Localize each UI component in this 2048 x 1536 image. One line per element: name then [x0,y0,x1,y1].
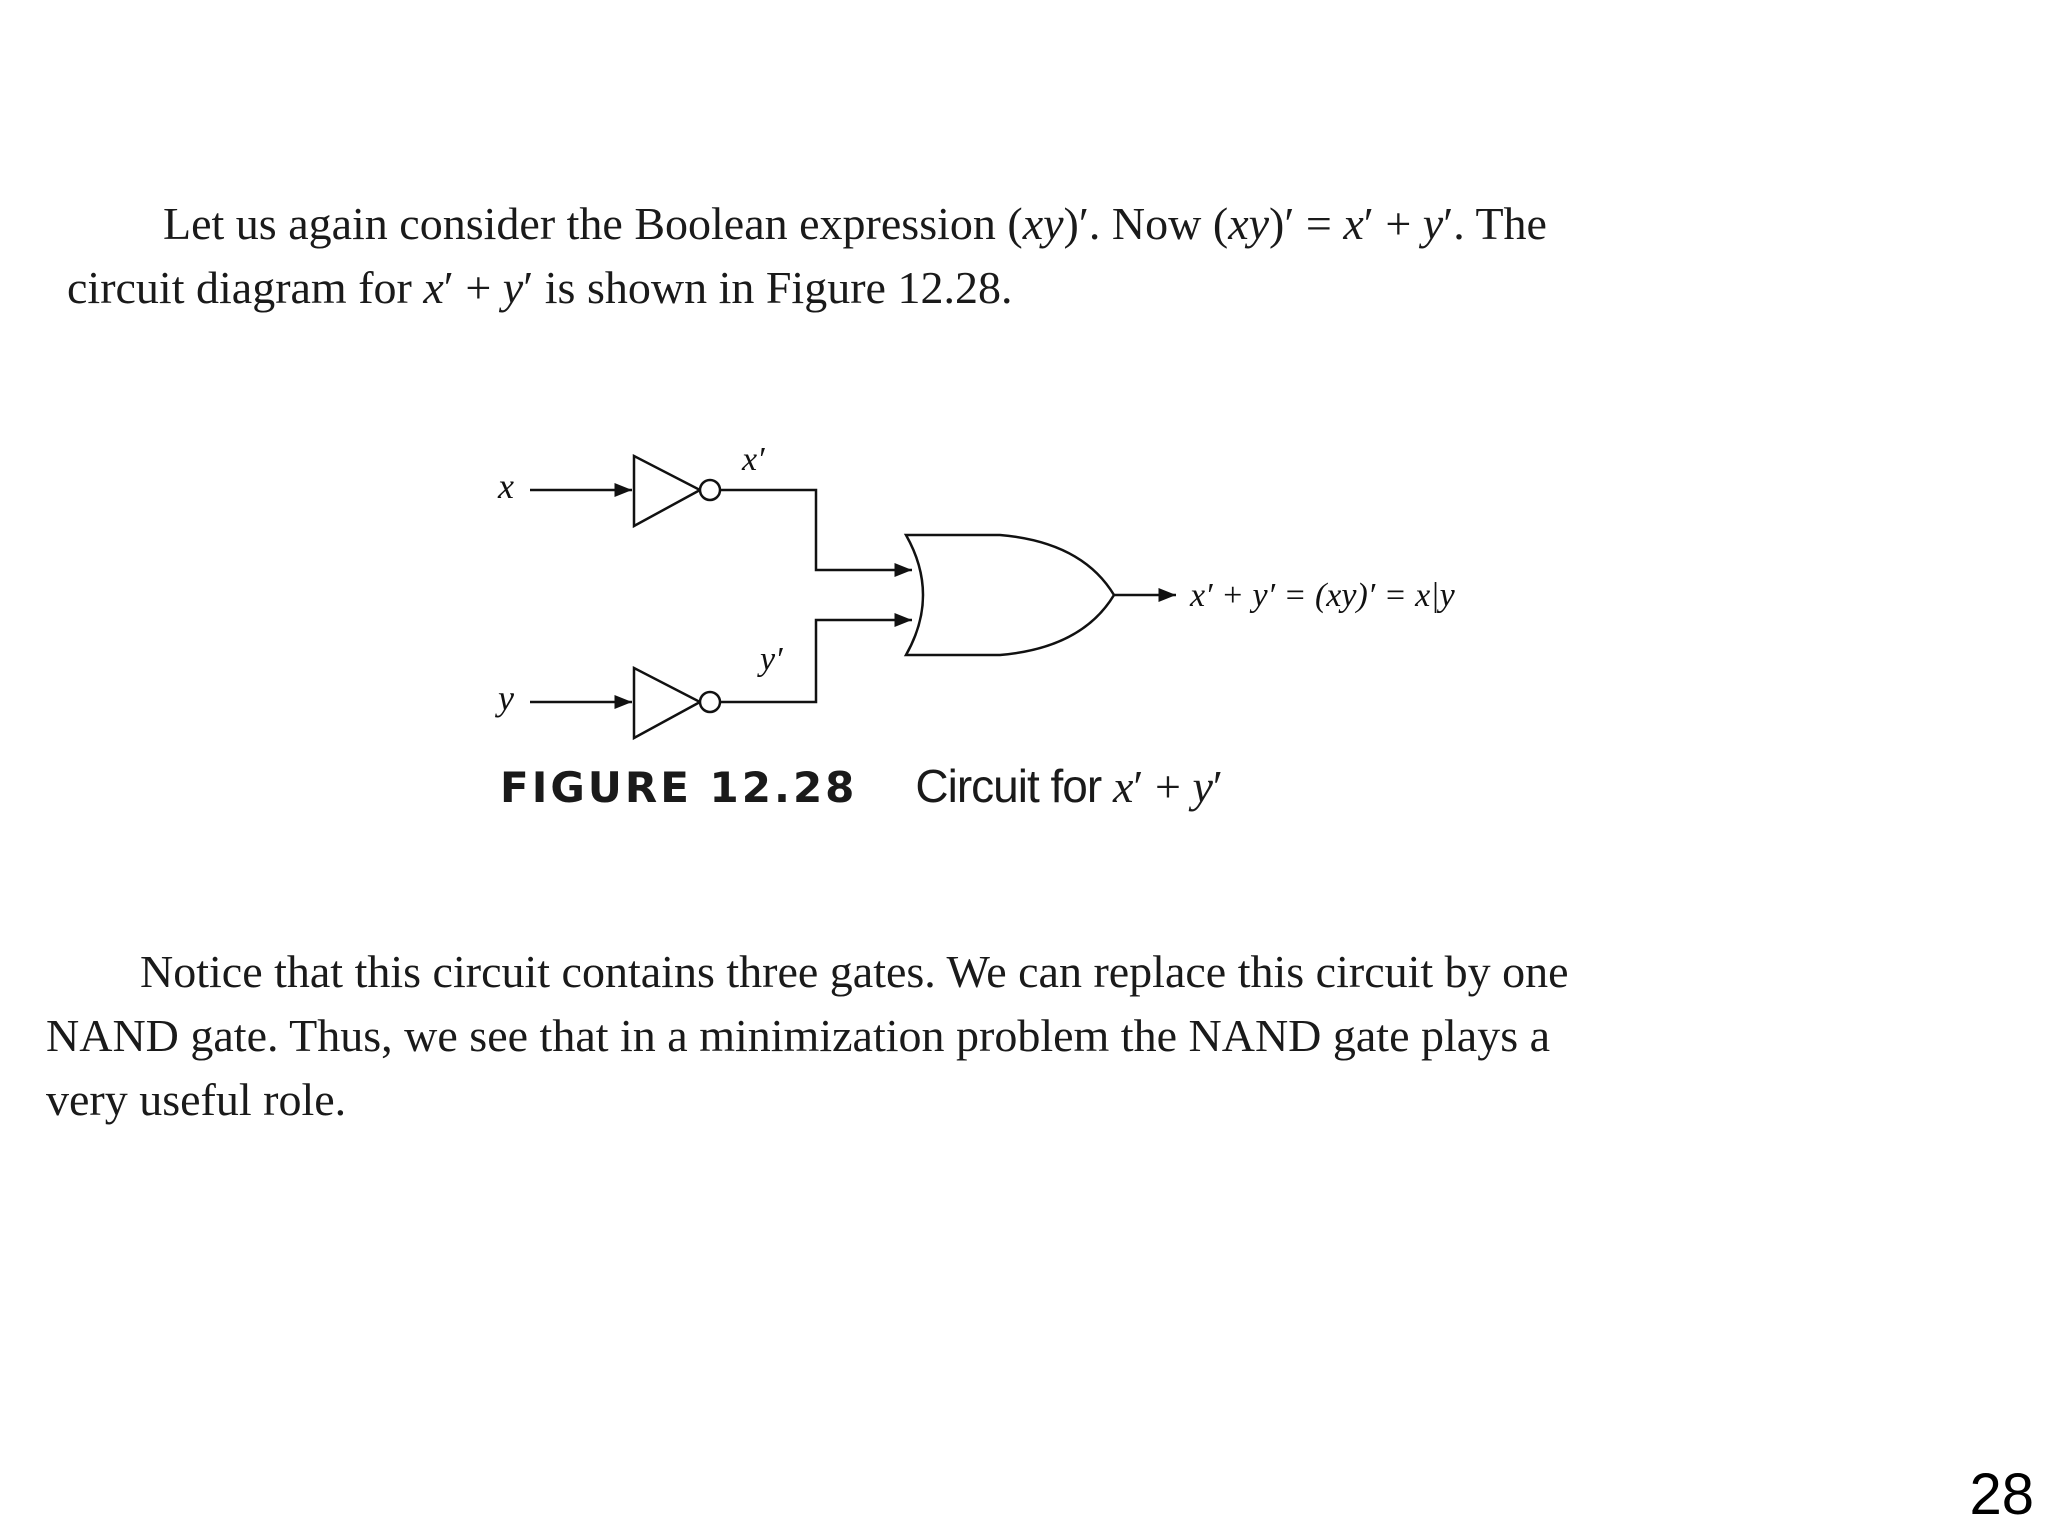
math-var: y [1192,761,1213,812]
figure-number: FIGURE 12.28 [500,763,858,812]
not-gate-y [632,665,703,741]
math-var: y [502,262,524,313]
not-gate-x-bubble [698,478,722,502]
conclusion-line-3: very useful role. [46,1074,347,1125]
y-prime-wire [720,613,912,704]
intro-line-1: Let us again consider the Boolean expres… [0,192,2048,256]
input-y-label: y [495,678,514,718]
circuit-diagram: x x′ y y′ x′ + y′ = (xy)′ = x|y [495,441,1456,741]
figure-caption: FIGURE 12.28 Circuit for x′ + y′ [500,756,1223,818]
text-run: )′. Now ( [1063,198,1229,249]
or-gate [903,533,1116,657]
text-run: Let us again consider the Boolean expres… [163,198,1023,249]
figure-title: Circuit for [915,760,1113,812]
output-expression: x′ + y′ = (xy)′ = x|y [1189,577,1456,614]
math-var: xy [1022,198,1064,249]
text-run: ′. The [1443,198,1547,249]
x-prime-wire [720,488,912,577]
text-run: ′ is shown in Figure 12.28. [523,262,1013,313]
text-run: ′ + [1363,198,1423,249]
text-run: )′ = [1269,198,1344,249]
math-var: x [423,262,444,313]
page-number: 28 [1969,1462,2034,1527]
math-var: xy [1228,198,1270,249]
math-var: x [1113,761,1134,812]
math-var: y [1422,198,1444,249]
conclusion-line-2: NAND gate. Thus, we see that in a minimi… [46,1010,1551,1061]
text-run: ′ [1212,761,1223,812]
conclusion-paragraph: Notice that this circuit contains three … [0,940,2048,1132]
not-gate-y-bubble [698,690,722,714]
math-var: x [1343,198,1364,249]
figure-expression: x′ + y′ [1113,761,1223,812]
not-gate-x [632,453,703,529]
y-prime-label: y′ [757,641,783,678]
text-run: ′ + [443,262,503,313]
x-prime-label: x′ [741,441,765,478]
intro-line-2: circuit diagram for x′ + y′ is shown in … [0,256,2048,320]
conclusion-line-1: Notice that this circuit contains three … [140,946,1569,997]
input-x-label: x [497,466,514,506]
text-run: circuit diagram for [67,262,424,313]
intro-paragraph: Let us again consider the Boolean expres… [0,192,2048,320]
text-run: ′ + [1133,761,1193,812]
